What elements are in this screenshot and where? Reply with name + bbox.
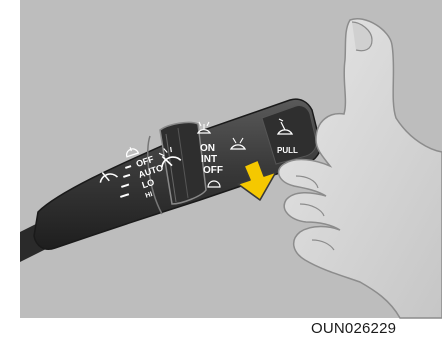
washer-int-label: INT [201, 154, 217, 165]
figure-code: OUN026229 [311, 320, 396, 337]
washer-on-label: ON [200, 143, 215, 154]
mist-icon [124, 145, 138, 156]
hand-illustration [279, 19, 442, 318]
pull-label: PULL [277, 146, 298, 155]
washer-off-label: OFF [203, 165, 223, 176]
